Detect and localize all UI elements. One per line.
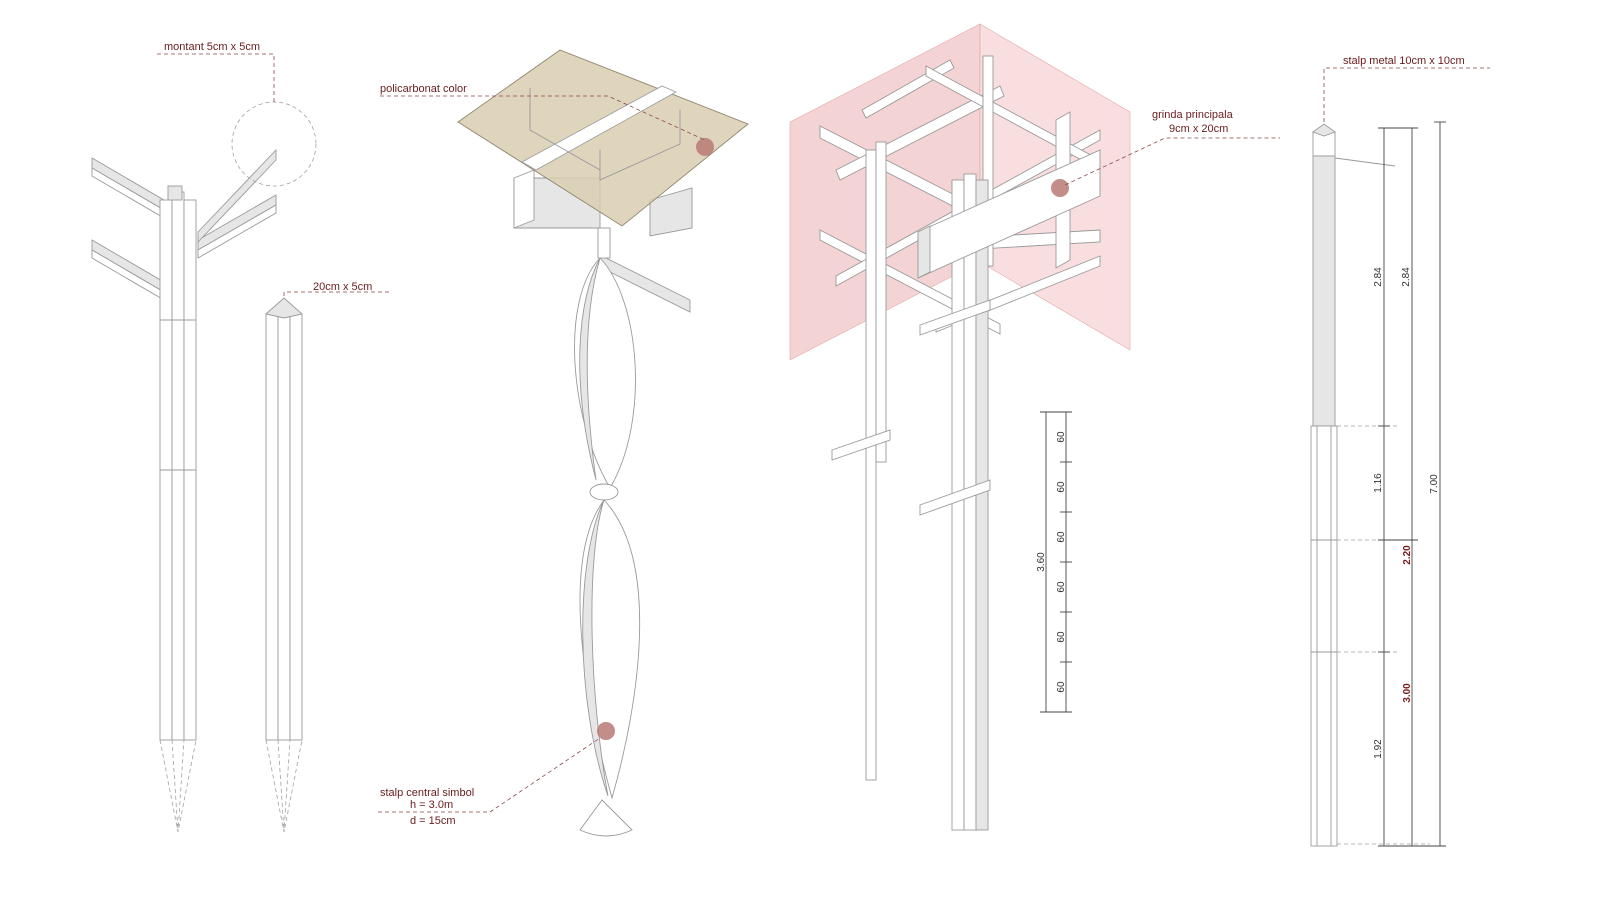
dim-frame-6: 60 [1056,681,1067,693]
dim-frame-total: 3.60 [1036,552,1047,572]
label-montant: montant 5cm x 5cm [164,41,260,53]
label-stalp-central-2: h = 3.0m [410,799,453,811]
pole-with-arms: montant 5cm x 5cm [91,41,317,833]
dim-frame-3: 60 [1056,531,1067,543]
label-stalp-central-3: d = 15cm [410,815,456,827]
frame-dimension-ticks [1040,411,1072,713]
label-board: 20cm x 5cm [313,281,372,293]
dim-metal-total: 7.00 [1429,474,1440,494]
dim-frame-5: 60 [1056,631,1067,643]
dim-metal-outer-2: 3.00 [1402,683,1413,703]
beam-marker [1051,179,1069,197]
dim-frame-1: 60 [1056,431,1067,443]
pole-marker [597,722,615,740]
dim-metal-inner-1: 2.84 [1373,267,1384,287]
frame-structure: grinda principala 9cm x 20cm 60 60 60 60… [789,23,1280,831]
board-pole: 20cm x 5cm [265,281,392,833]
dim-metal-inner-4: 1.92 [1373,739,1384,759]
roof-marker [696,138,714,156]
label-stalp-central-1: stalp central simbol [380,787,474,799]
metal-post: stalp metal 10cm x 10cm 2.84 1.16 2.20 1… [1310,55,1490,847]
label-policarbonat: policarbonat color [380,83,467,95]
dim-frame-4: 60 [1056,581,1067,593]
label-stalp-metal: stalp metal 10cm x 10cm [1343,55,1465,67]
dim-frame-2: 60 [1056,481,1067,493]
dim-metal-inner-3: 2.20 [1402,545,1413,565]
dim-metal-outer-1: 2.84 [1401,267,1412,287]
polycarbonate-roof [457,49,749,227]
totem-roof: policarbonat color stalp central simbol … [378,49,749,837]
dim-metal-inner-2: 1.16 [1373,473,1384,493]
label-grinda-1: grinda principala [1152,109,1234,121]
label-grinda-2: 9cm x 20cm [1169,123,1228,135]
